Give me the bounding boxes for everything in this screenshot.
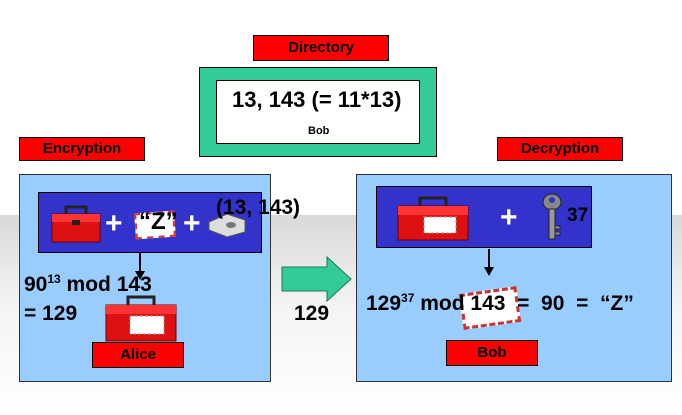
encryption-public-key: (13, 143) — [216, 196, 301, 219]
key-icon — [542, 193, 562, 240]
directory-public-key: 13, 143 (= 11*13) — [232, 87, 402, 112]
encryption-calc-exponent: 13 — [47, 272, 61, 286]
decryption-calc-rest: mod 143 = 90 = “Z” — [414, 292, 634, 315]
decryption-calc-exponent: 37 — [401, 291, 415, 305]
directory-owner: Bob — [308, 125, 330, 137]
encryption-calc-base: 90 — [24, 273, 48, 296]
down-arrow-icon — [484, 249, 494, 276]
directory-box — [199, 67, 437, 157]
encryption-calc-rest: mod 143 — [60, 273, 152, 296]
locked-toolbox-icon — [397, 196, 469, 241]
toolbox-icon — [51, 205, 101, 243]
directory-label: Directory — [253, 35, 389, 61]
encryption-plus-2: + — [183, 207, 201, 240]
encryption-calculation: 9013 mod 143 — [24, 272, 152, 297]
transfer-arrow-icon — [281, 256, 352, 302]
message-z: “Z” — [139, 208, 178, 235]
decryption-calculation: 12937 mod 143 = 90 = “Z” — [366, 291, 634, 316]
transfer-ciphertext: 129 — [294, 302, 330, 325]
decryption-calc-base: 129 — [366, 292, 402, 315]
padlock-icon — [208, 213, 246, 238]
alice-label: Alice — [92, 342, 184, 368]
encryption-plus-1: + — [105, 207, 123, 240]
decryption-plus: + — [500, 201, 518, 234]
encryption-label: Encryption — [19, 137, 145, 161]
down-arrow-icon — [135, 253, 145, 280]
directory-inner — [216, 80, 420, 144]
private-key-value: 37 — [567, 205, 589, 226]
bob-label: Bob — [446, 340, 538, 366]
locked-toolbox-icon — [105, 295, 177, 342]
decryption-label: Decryption — [497, 137, 623, 161]
encryption-result: = 129 — [24, 302, 78, 325]
